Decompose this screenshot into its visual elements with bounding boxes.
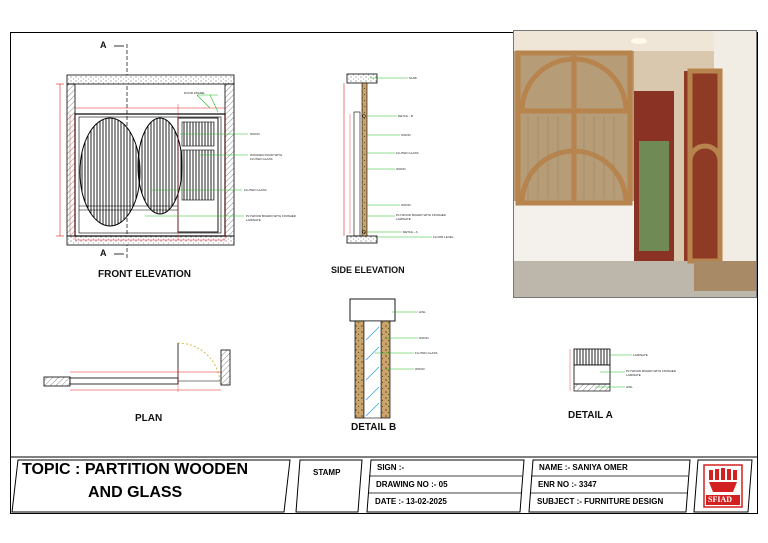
reference-photo xyxy=(513,30,757,298)
side-callout-wood-1: WOOD xyxy=(401,133,411,137)
date-field: DATE :- 13-02-2025 xyxy=(375,497,447,506)
side-callout-fluted-glass: FLUTED GLASS xyxy=(396,151,419,155)
detail-b-callout-hinl: HINL xyxy=(419,310,426,314)
subject-field: SUBJECT :- FURNITURE DESIGN xyxy=(537,497,664,506)
callout-plywood: PLYWOOD BOARD WITH FINISHED LAMINATE xyxy=(246,214,296,222)
detail-a-callout-hinl: HINL xyxy=(626,385,633,389)
side-callout-detail-a: DETAIL - A xyxy=(403,230,418,234)
side-callout-detail-b: DETAIL - B xyxy=(398,114,413,118)
detail-b-callout-fluted-glass: FLUTED GLASS xyxy=(415,351,438,355)
logo-text: SFIAD xyxy=(708,495,733,504)
sfiad-logo-mark xyxy=(703,464,743,508)
section-mark-bottom: A xyxy=(100,248,107,258)
plan-title: PLAN xyxy=(135,413,163,424)
stamp-label: STAMP xyxy=(313,468,341,477)
detail-b-callout-wood-1: WOOD xyxy=(419,336,429,340)
detail-b-title: DETAIL B xyxy=(351,422,397,433)
side-callout-wood-2: WOOD xyxy=(396,167,406,171)
sfiad-logo: SFIAD xyxy=(703,464,743,508)
drawing-no-field: DRAWING NO :- 05 xyxy=(376,480,448,489)
name-field: NAME :- SANIYA OMER xyxy=(539,463,628,472)
callout-fluted-glass: FLUTED GLASS xyxy=(244,188,267,192)
front-elevation-title: FRONT ELEVATION xyxy=(98,269,191,280)
side-callout-plywood: PLYWOOD BOARD WITH FINISHED LAMINATE xyxy=(396,213,446,221)
callout-wooden-door: WOODEN DOOR WITH FLUTED GLASS xyxy=(250,153,283,161)
enr-no-field: ENR NO :- 3347 xyxy=(538,480,597,489)
detail-a-callout-laminate: LAMINATE xyxy=(633,353,648,357)
detail-b-callout-wood-2: WOOD xyxy=(415,367,425,371)
callout-wood: WOOD xyxy=(250,132,260,136)
detail-a-title: DETAIL A xyxy=(568,410,613,421)
drawing-sheet xyxy=(10,32,758,514)
detail-a-callout-plywood: PLYWOOD BOARD WITH FINISHED LAMINATE xyxy=(626,369,676,377)
side-callout-floor-level: FLOOR LEVEL xyxy=(433,235,454,239)
partition-photo-illustration xyxy=(514,31,756,297)
topic-line-2: AND GLASS xyxy=(88,484,183,501)
side-callout-wood-3: WOOD xyxy=(401,203,411,207)
sign-field: SIGN :- xyxy=(377,463,405,472)
section-mark-top: A xyxy=(100,40,107,50)
side-callout-slab: SLAB xyxy=(409,76,417,80)
side-elevation-title: SIDE ELEVATION xyxy=(331,265,405,275)
callout-door-frame: DOOR FRAME xyxy=(184,91,205,95)
topic-line-1: TOPIC : PARTITION WOODEN xyxy=(22,461,249,478)
